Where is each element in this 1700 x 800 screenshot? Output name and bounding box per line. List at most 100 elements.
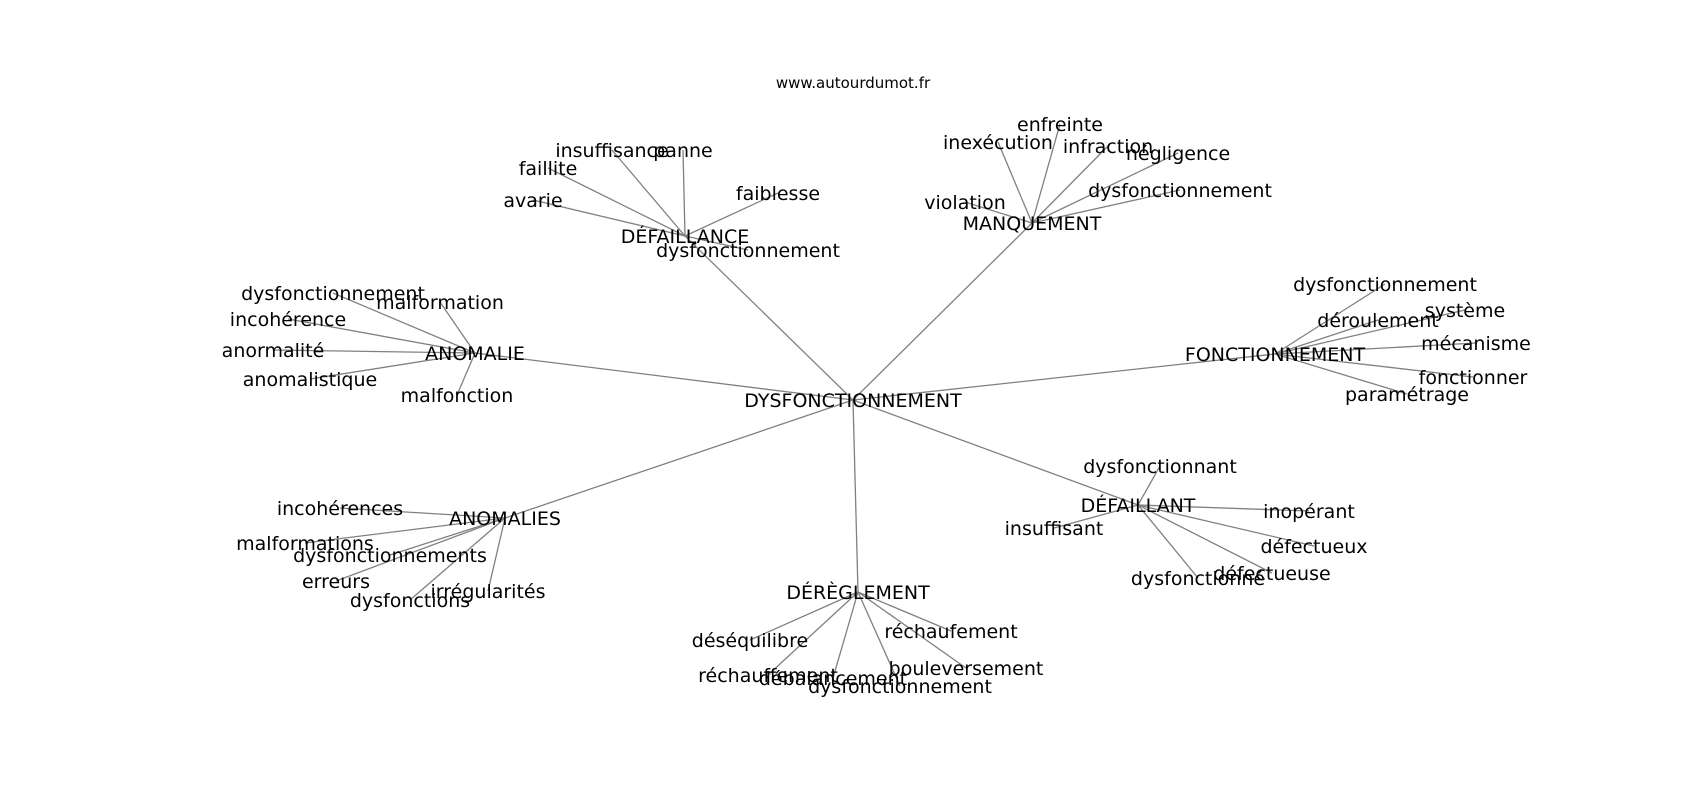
edge-fonctionnement-leaf	[1274, 319, 1379, 355]
leaf-node: débalancement	[759, 668, 907, 690]
edge-fonctionnement-leaf	[1274, 353, 1408, 395]
leaf-node: déroulement	[1317, 310, 1438, 332]
leaf-node: incohérences	[277, 498, 403, 520]
edge-defaillant-leaf	[1137, 504, 1199, 579]
edge-dereglement-leaf	[857, 591, 952, 632]
edge-manquement-leaf	[1031, 189, 1181, 224]
edge-defaillant-leaf	[1137, 504, 1310, 512]
leaf-node: négligence	[1126, 143, 1230, 165]
edge-defaillant-leaf	[1137, 504, 1315, 547]
edge-center-anomalies	[504, 399, 854, 519]
edge-dereglement-leaf	[857, 591, 901, 687]
edge-dereglement-leaf	[832, 591, 859, 679]
edge-dereglement-leaf	[857, 591, 967, 669]
edge-fonctionnement-leaf	[1274, 342, 1477, 355]
leaf-node: erreurs	[302, 571, 370, 593]
hub-node-anomalies: ANOMALIES	[449, 508, 561, 530]
leaf-node: avarie	[503, 190, 562, 212]
edge-manquement-leaf	[1031, 123, 1061, 224]
edge-center-anomalie	[474, 352, 854, 401]
leaf-node: défectueuse	[1213, 563, 1330, 585]
leaf-node: dysfonctionnement	[1088, 180, 1272, 202]
edge-anomalies-leaf	[304, 517, 506, 544]
hub-node-dereglement: DÉRÈGLEMENT	[786, 581, 930, 604]
edge-center-dereglement	[852, 399, 859, 593]
leaf-node: violation	[924, 192, 1005, 214]
edge-defaillance-leaf	[682, 149, 686, 237]
edge-anomalies-leaf	[487, 517, 506, 592]
edge-defaillance-leaf	[532, 199, 686, 237]
leaf-node: réchauffement	[698, 665, 838, 687]
edge-dereglement-leaf	[749, 591, 859, 641]
leaf-node: dysfonctionné	[1131, 568, 1265, 590]
edge-center-defaillance	[684, 235, 854, 401]
edge-manquement-leaf	[997, 141, 1033, 224]
leaf-node: dysfonctionnant	[1083, 456, 1237, 478]
edge-defaillant-leaf	[1053, 504, 1139, 529]
leaf-node: enfreinte	[1017, 114, 1103, 136]
leaf-node: dysfonctionnements	[293, 545, 487, 567]
hub-node-anomalie: ANOMALIE	[425, 343, 525, 365]
edge-anomalie-leaf	[287, 318, 476, 354]
leaf-node: anormalité	[222, 340, 325, 362]
hub-node-fonctionnement: FONCTIONNEMENT	[1185, 344, 1366, 366]
leaf-node: dysfonctionnement	[656, 240, 840, 262]
edge-manquement-leaf	[964, 201, 1033, 224]
edge-defaillant-leaf	[1137, 465, 1161, 506]
leaf-node: inopérant	[1263, 501, 1355, 523]
leaf-node: malfonction	[401, 385, 514, 407]
graph-edges	[272, 123, 1477, 687]
edge-anomalies-leaf	[389, 517, 506, 556]
leaf-node: réchaufement	[884, 621, 1017, 643]
edge-center-defaillant	[852, 399, 1139, 506]
edge-defaillance-leaf	[611, 149, 686, 237]
leaf-node: bouleversement	[889, 658, 1044, 680]
leaf-node: inexécution	[943, 132, 1053, 154]
edge-center-manquement	[852, 222, 1033, 401]
leaf-node: malformations	[236, 533, 374, 555]
leaf-node: faiblesse	[736, 183, 820, 205]
hub-node-manquement: MANQUEMENT	[963, 213, 1102, 235]
center-node: DYSFONCTIONNEMENT	[744, 390, 962, 412]
leaf-node: faillite	[519, 158, 578, 180]
leaf-node: déséquilibre	[692, 630, 808, 652]
leaf-node: fonctionner	[1419, 367, 1528, 389]
leaf-node: irrégularités	[431, 581, 546, 603]
leaf-node: malformation	[376, 292, 504, 314]
edge-anomalies-leaf	[335, 517, 506, 582]
leaf-node: mécanisme	[1421, 333, 1531, 355]
edge-anomalie-leaf	[439, 301, 476, 354]
edge-defaillance-leaf	[684, 192, 779, 237]
edge-anomalie-leaf	[272, 349, 476, 354]
edge-defaillant-leaf	[1137, 504, 1273, 574]
leaf-node: anomalistique	[243, 369, 377, 391]
edge-fonctionnement-leaf	[1274, 309, 1466, 355]
hub-node-defaillance: DÉFAILLANCE	[621, 225, 750, 248]
leaf-node: dysfonctionnement	[241, 283, 425, 305]
source-url: www.autourdumot.fr	[776, 74, 931, 92]
hub-node-defaillant: DÉFAILLANT	[1081, 494, 1196, 517]
leaf-node: incohérence	[230, 309, 346, 331]
leaf-node: insuffisance	[555, 140, 668, 162]
edge-anomalie-leaf	[332, 292, 476, 354]
leaf-node: insuffisant	[1005, 518, 1104, 540]
leaf-node: paramétrage	[1345, 384, 1469, 406]
leaf-node: dysfonctionnement	[1293, 274, 1477, 296]
edge-anomalie-leaf	[456, 352, 476, 396]
edge-manquement-leaf	[1031, 145, 1109, 224]
leaf-node: dysfonctionnement	[808, 676, 992, 698]
edge-fonctionnement-leaf	[1274, 283, 1386, 355]
edge-defaillance-leaf	[547, 167, 686, 237]
leaf-node: système	[1425, 300, 1505, 322]
leaf-node: infraction	[1063, 136, 1153, 158]
leaf-node: panne	[653, 140, 712, 162]
edge-fonctionnement-leaf	[1274, 353, 1474, 378]
leaf-node: défectueux	[1260, 536, 1367, 558]
leaf-node: dysfonctions	[350, 590, 470, 612]
edge-manquement-leaf	[1031, 152, 1179, 224]
edge-anomalies-leaf	[339, 507, 506, 519]
edge-anomalies-leaf	[409, 517, 506, 601]
edge-anomalie-leaf	[309, 352, 476, 380]
